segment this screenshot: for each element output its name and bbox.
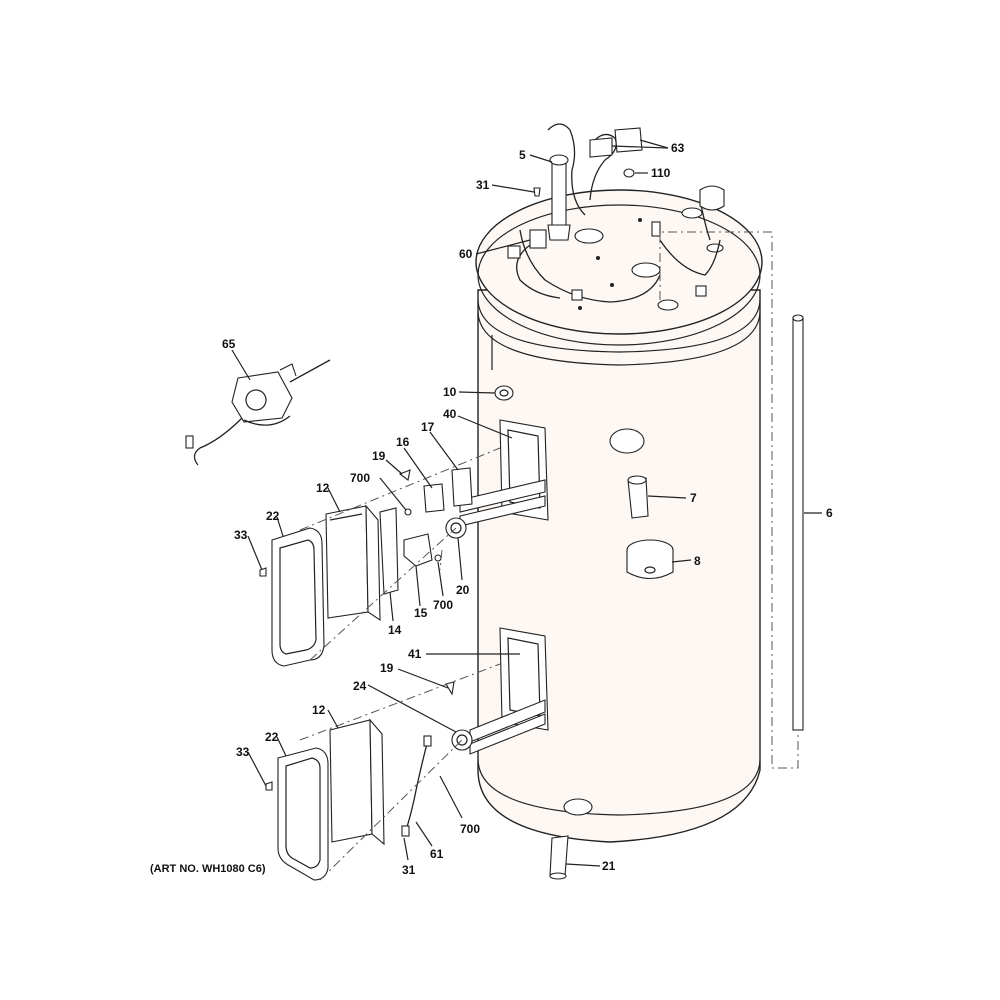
callout-10: 10 (443, 385, 457, 399)
upper-thermostat-parts (379, 467, 473, 595)
top-wiring (507, 123, 721, 303)
part-21-drain-valve (549, 798, 593, 880)
callout-41: 41 (408, 647, 422, 661)
callout-60: 60 (459, 247, 473, 261)
callout-12: 12 (316, 481, 330, 495)
lower-element-part (451, 729, 473, 751)
lower-wire-jumper (401, 735, 432, 837)
callout-14: 14 (388, 623, 402, 637)
upper-insulation-block (325, 504, 381, 622)
upper-cover-screw (259, 567, 267, 577)
callout-700: 700 (433, 598, 453, 612)
callout-33: 33 (234, 528, 248, 542)
part-63-brackets (589, 127, 643, 158)
callout-700: 700 (350, 471, 370, 485)
callout-15: 15 (414, 606, 428, 620)
callout-8: 8 (694, 554, 701, 568)
top-fittings (574, 207, 724, 311)
upper-element-opening (459, 419, 549, 527)
callout-31: 31 (476, 178, 490, 192)
part-31-screw-top (533, 187, 541, 197)
lower-cover-screw (265, 781, 273, 791)
callout-12: 12 (312, 703, 326, 717)
callout-19: 19 (380, 661, 394, 675)
part-8-cap (626, 539, 674, 580)
callout-19: 19 (372, 449, 386, 463)
art-number: (ART NO. WH1080 C6) (150, 863, 266, 875)
lower-access-cover (277, 747, 329, 881)
callout-17: 17 (421, 420, 435, 434)
callout-63: 63 (671, 141, 685, 155)
callout-24: 24 (353, 679, 367, 693)
callout-20: 20 (456, 583, 470, 597)
callout-22: 22 (266, 509, 280, 523)
callout-61: 61 (430, 847, 444, 861)
construction-lines (299, 447, 501, 881)
callout-6: 6 (826, 506, 833, 520)
part-10-plug (494, 385, 514, 401)
part-110-nut (623, 168, 635, 178)
callout-7: 7 (690, 491, 697, 505)
tank-body (475, 189, 763, 843)
callout-40: 40 (443, 407, 457, 421)
callout-16: 16 (396, 435, 410, 449)
upper-access-cover (271, 527, 325, 667)
callout-5: 5 (519, 148, 526, 162)
part-6-anode-rod (659, 231, 804, 769)
callout-31: 31 (402, 863, 416, 877)
top-sensor-part (699, 185, 725, 211)
anode-rod-part (547, 154, 571, 241)
callout-22: 22 (265, 730, 279, 744)
callout-65: 65 (222, 337, 236, 351)
lower-insulation-block (329, 718, 385, 846)
leader-lines (231, 139, 822, 867)
callout-110: 110 (651, 166, 671, 180)
callout-33: 33 (236, 745, 250, 759)
part-65-thermostat (185, 359, 331, 466)
part-7-fitting (609, 428, 649, 519)
callout-21: 21 (602, 859, 616, 873)
callout-700: 700 (460, 822, 480, 836)
